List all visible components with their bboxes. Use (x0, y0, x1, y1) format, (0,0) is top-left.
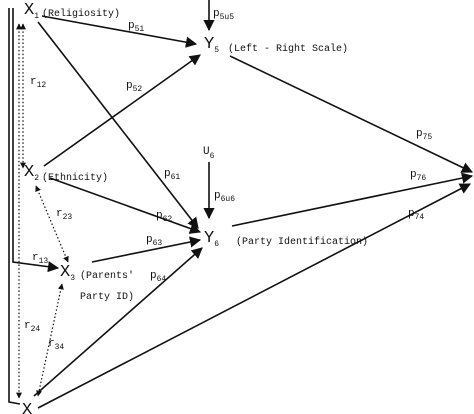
label-p62: p62 (156, 210, 172, 224)
label-p51: p51 (128, 20, 144, 34)
p51-arrow (41, 15, 198, 48)
label-r12: r12 (30, 76, 46, 90)
node-y6: Y6 (204, 229, 219, 249)
node-x2-desc: (Ethnicity) (42, 172, 108, 184)
node-x3-desc: (Parents' (80, 270, 134, 282)
label-r34: r34 (48, 338, 64, 352)
p63-arrow (91, 236, 202, 263)
node-x4: X (22, 401, 32, 414)
p75-arrow (229, 55, 474, 173)
label-r24: r24 (24, 320, 40, 334)
p52-arrow (43, 54, 201, 167)
p76-arrow (231, 172, 474, 227)
label-p5u5: p5u5 (213, 8, 234, 22)
p74-arrow (37, 183, 471, 409)
r34-arrow (36, 283, 64, 397)
label-p61: p61 (164, 168, 180, 182)
node-y5-desc: (Left - Right Scale) (228, 43, 348, 55)
r13-arrow (12, 8, 60, 273)
label-p63: p63 (146, 234, 162, 248)
label-p76: p76 (410, 169, 426, 183)
node-x3-desc2: Party ID) (80, 291, 134, 303)
node-u6: U6 (203, 146, 215, 161)
p61-arrow (37, 21, 199, 229)
r14-arrow (8, 8, 21, 405)
label-r13: r13 (32, 252, 48, 266)
label-p64: p64 (150, 270, 166, 284)
label-p75: p75 (416, 128, 432, 142)
label-p52: p52 (126, 80, 142, 94)
label-r23: r23 (56, 208, 72, 222)
node-y6-desc: (Party Identification) (236, 236, 368, 248)
node-x3: X3 (60, 263, 75, 283)
label-p74: p74 (408, 208, 424, 222)
r23-arrow (35, 185, 69, 263)
node-y5: Y5 (204, 35, 219, 55)
p62-arrow (49, 177, 202, 234)
node-x2: X2 (24, 163, 39, 183)
node-x1: X1 (24, 1, 39, 21)
node-x1-desc: (Religiosity) (42, 8, 120, 20)
p64-arrow (33, 247, 203, 397)
label-p6u6: p6u6 (214, 190, 235, 204)
